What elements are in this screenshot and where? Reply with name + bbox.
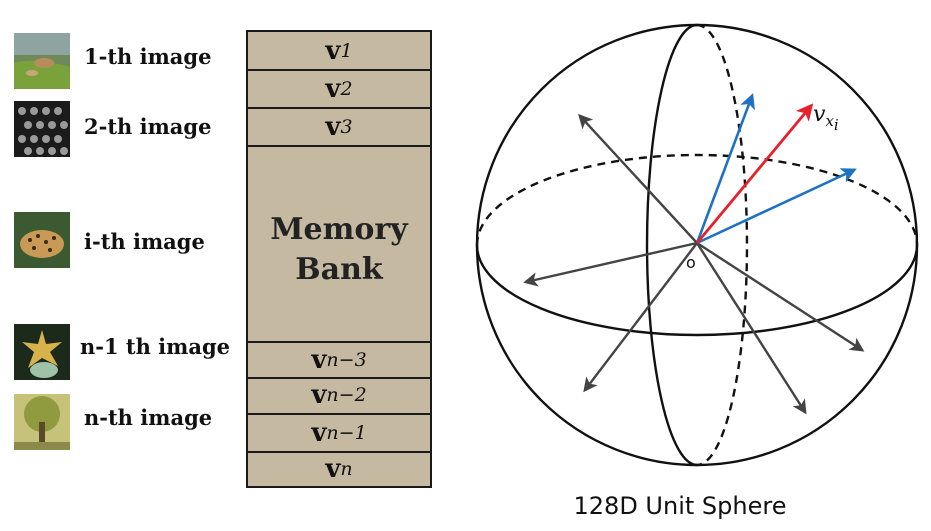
memory-cell-index: n−2 xyxy=(326,384,367,406)
vector-arrow-blue xyxy=(695,93,755,244)
image-thumbnail-n xyxy=(14,394,70,450)
highlight-vector-label: vxi xyxy=(813,102,839,134)
memory-cell-index: 2 xyxy=(340,78,353,100)
memory-cell-index: 3 xyxy=(340,116,353,138)
memory-cell-index: 1 xyxy=(340,39,353,62)
memory-cell-vector: v xyxy=(325,35,341,66)
image-label-n-1: n-1 th image xyxy=(80,334,231,359)
memory-cell-vector: v xyxy=(311,380,327,410)
vector-arrow-gray xyxy=(578,113,698,244)
memory-cell-index: n−1 xyxy=(326,422,367,444)
memory-cell-vector: v xyxy=(325,74,341,104)
memory-bank-title-line-2: Bank xyxy=(295,252,383,287)
image-thumbnail-2 xyxy=(14,101,70,157)
sphere-meridian-back xyxy=(696,23,749,467)
image-thumbnail-1 xyxy=(14,33,70,89)
memory-cell-vector: v xyxy=(325,454,341,484)
leopard-thumbnail-icon xyxy=(14,212,70,268)
sphere-equator-back xyxy=(475,153,919,246)
vector-arrow-gray xyxy=(583,242,698,393)
tree-thumbnail-icon xyxy=(14,394,70,450)
memory-cell-index: n xyxy=(340,458,353,480)
vector-arrow-gray xyxy=(696,241,865,352)
metal-texture-thumbnail-icon xyxy=(14,101,70,157)
unit-sphere-diagram xyxy=(475,23,919,467)
memory-cell-vector: v xyxy=(311,418,327,448)
vector-arrow-gray xyxy=(695,242,807,415)
memory-bank-title-line-1: Memory xyxy=(270,212,408,247)
vector-arrow-red xyxy=(695,103,814,244)
image-label-2: 2-th image xyxy=(84,114,212,139)
memory-cell-vector: v xyxy=(325,112,341,142)
image-thumbnail-n-1 xyxy=(14,324,70,380)
origin-label: o xyxy=(686,253,696,272)
pond-animal-thumbnail-icon xyxy=(14,33,70,89)
vector-arrow-blue xyxy=(696,168,857,245)
image-label-1: 1-th image xyxy=(84,44,212,69)
sphere-meridian-front xyxy=(645,23,698,467)
memory-cell-vector: v xyxy=(311,345,327,375)
image-thumbnail-i xyxy=(14,212,70,268)
memory-bank-title: Memory Bank xyxy=(248,210,430,290)
highlight-vector-symbol: v xyxy=(813,102,826,127)
highlight-vector-subscript: x xyxy=(825,112,834,131)
sphere-caption: 128D Unit Sphere xyxy=(573,492,787,520)
starfish-thumbnail-icon xyxy=(14,324,70,380)
sphere-equator-front xyxy=(475,244,919,337)
memory-cell-index: n−3 xyxy=(326,349,367,371)
highlight-vector-subsubscript: i xyxy=(833,116,839,135)
image-label-i: i-th image xyxy=(84,229,205,254)
image-label-n: n-th image xyxy=(84,405,213,430)
vector-arrow-gray xyxy=(523,241,698,287)
